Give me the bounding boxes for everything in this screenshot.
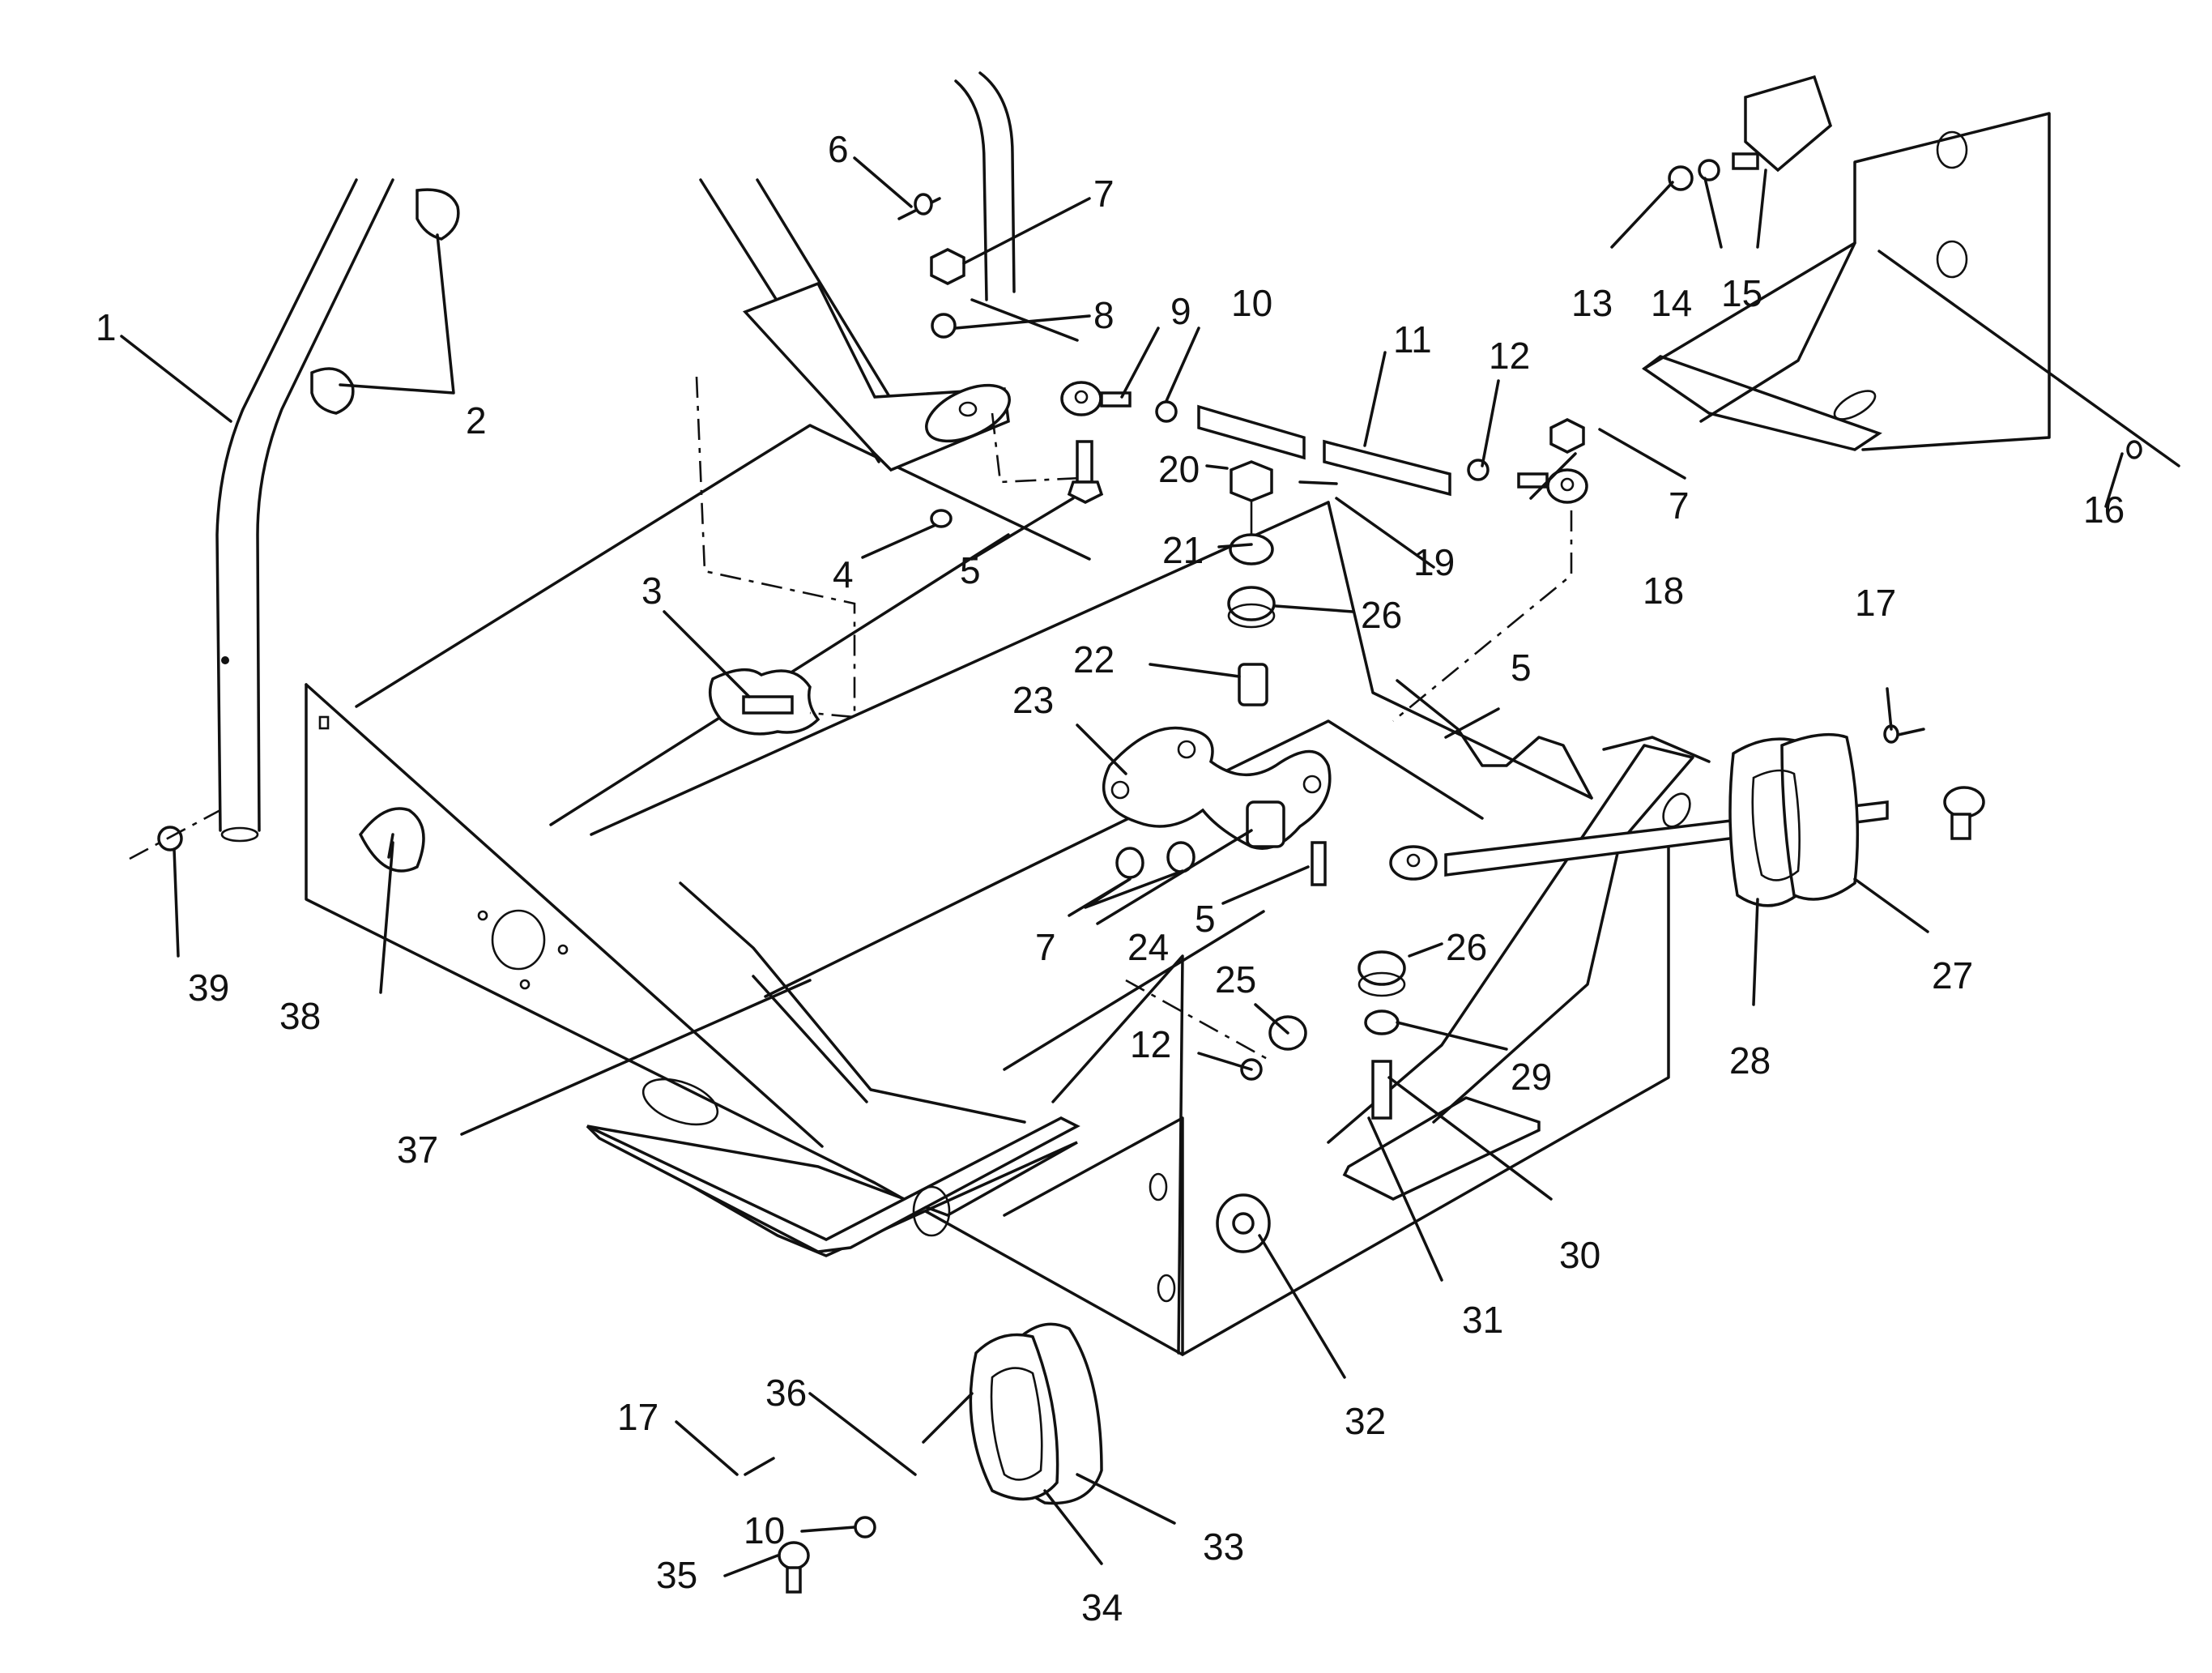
- callout-7a: 7: [1093, 173, 1115, 215]
- callout-26a: 26: [1361, 594, 1402, 636]
- callout-5a: 5: [960, 549, 981, 591]
- callout-29: 29: [1511, 1056, 1552, 1098]
- callout-14: 14: [1651, 282, 1692, 324]
- callout-20: 20: [1158, 448, 1200, 490]
- callout-35: 35: [656, 1554, 697, 1596]
- callout-21: 21: [1162, 529, 1204, 571]
- callout-38: 38: [279, 995, 321, 1037]
- callout-labels: 1 2 3 4 5 5 5 6 7 7 7 8 9 10 10 11 12 12…: [96, 128, 2125, 1628]
- callout-10a: 10: [1231, 282, 1272, 324]
- callout-36: 36: [765, 1372, 807, 1414]
- callout-16: 16: [2083, 489, 2125, 531]
- part-rod-assembly: [1060, 381, 1588, 723]
- part-4-bolt: [930, 509, 953, 528]
- callout-17a: 17: [1855, 582, 1896, 624]
- part-lower-gasket-assembly: [744, 1322, 1103, 1594]
- callout-34: 34: [1081, 1586, 1123, 1628]
- callout-18: 18: [1643, 570, 1684, 612]
- callout-3: 3: [641, 570, 663, 612]
- part-top-right-pedal-assembly: [1642, 75, 2051, 451]
- callout-12a: 12: [1489, 335, 1530, 377]
- callout-33: 33: [1203, 1526, 1244, 1568]
- part-center-stack: [1227, 460, 1276, 706]
- callout-1: 1: [96, 306, 117, 348]
- part-23-center-plate: [1102, 726, 1332, 850]
- part-5-bolt-upper: [1067, 440, 1104, 504]
- part-7-nuts-center: [1115, 841, 1196, 879]
- callout-32: 32: [1345, 1400, 1386, 1442]
- callout-17b: 17: [617, 1396, 658, 1438]
- part-upper-lever-bracket: [699, 71, 1082, 484]
- callout-2: 2: [466, 399, 487, 442]
- part-2-clips: [310, 188, 460, 415]
- callout-13: 13: [1571, 282, 1613, 324]
- callout-30: 30: [1559, 1234, 1600, 1276]
- part-16-pin: [1877, 250, 2180, 467]
- part-39-nut: [129, 809, 221, 860]
- callout-27: 27: [1932, 954, 1973, 997]
- part-5-bolt-center: [1311, 841, 1327, 886]
- callout-37: 37: [397, 1129, 438, 1171]
- part-3-plate: [695, 376, 856, 736]
- part-6-bolt: [897, 193, 941, 220]
- callout-8: 8: [1093, 294, 1115, 336]
- callout-15: 15: [1721, 272, 1762, 314]
- callout-25: 25: [1215, 958, 1256, 1001]
- callout-7b: 7: [1669, 484, 1690, 527]
- part-38-bolt-plate: [358, 807, 425, 873]
- part-7-nut-upper: [930, 248, 965, 285]
- part-lower-stack: [1357, 950, 1406, 1120]
- callout-12b: 12: [1130, 1023, 1171, 1065]
- callout-28: 28: [1729, 1039, 1771, 1082]
- callout-22: 22: [1073, 638, 1115, 681]
- callout-6: 6: [828, 128, 849, 170]
- callout-10b: 10: [744, 1509, 785, 1551]
- part-32-knob: [1216, 1193, 1271, 1253]
- callout-23: 23: [1012, 679, 1054, 721]
- chassis-frame: [305, 424, 1711, 1356]
- part-right-linkage: [1389, 786, 1985, 881]
- leader-lines: [120, 156, 2124, 1577]
- part-25-rod-end: [1125, 979, 1307, 1081]
- part-27-28-gaskets: [1728, 732, 1860, 907]
- callout-9: 9: [1170, 290, 1191, 332]
- callout-7c: 7: [1035, 926, 1056, 968]
- callout-39: 39: [188, 967, 229, 1009]
- part-1-handle-tube: [215, 178, 394, 843]
- callout-4: 4: [833, 553, 854, 595]
- callout-31: 31: [1462, 1299, 1503, 1341]
- callout-5b: 5: [1511, 647, 1532, 689]
- callout-11: 11: [1393, 318, 1432, 361]
- part-8-nut: [931, 313, 957, 339]
- callout-26b: 26: [1446, 926, 1487, 968]
- callout-19: 19: [1413, 541, 1455, 583]
- callout-5c: 5: [1195, 898, 1216, 940]
- callout-24: 24: [1127, 926, 1169, 968]
